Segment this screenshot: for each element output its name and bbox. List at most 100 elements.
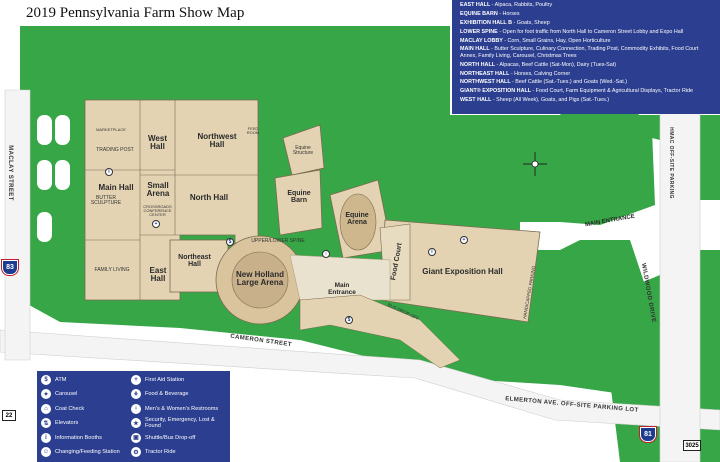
elevator-icon: ⇅ [41,418,51,428]
label-equine-barn: Equine Barn [287,190,311,205]
amenity-legend-item: ☺Changing/Feeding Station [41,447,120,458]
amenity-legend-item: i Information Booths [41,432,102,443]
hall-legend-desc: - Open for foot traffic from North Hall … [499,28,684,35]
entry-plaza [299,294,461,369]
label-northeast-hall: Northeast Hall [178,254,211,269]
label-northwest-hall: Northwest Hall [197,132,237,150]
label-west-hall: West Hall [148,134,167,152]
hall-legend-name: EQUINE BARN [460,10,500,17]
amenity-legend-item: ♀ Men's & Women's Restrooms [131,403,218,414]
carousel-icon: ✦ [41,389,51,399]
label-butter-sculpture: BUTTER SCULPTURE [90,195,122,207]
info-icon[interactable]: i [105,168,113,176]
hall-legend-desc: - Alpacas, Beef Cattle (Sat-Mon), Dairy … [496,61,617,68]
amenity-legend-item: ⌂Coat Check [41,403,84,414]
street-maclay: MACLAY STREET [6,145,13,201]
parking-island [37,115,52,145]
hall-legend-row: GIANT® EXPOSITION HALL - Food Court, Far… [460,88,712,94]
grass-area-ne [455,115,720,200]
tractor-icon: ⚙ [131,447,141,457]
info-icon: i [41,432,51,443]
wildwood-road [659,94,701,462]
label-trading-post: TRADING POST [96,147,134,153]
amenity-legend-label: First Aid Station [145,376,185,383]
cameron-street-road [0,329,720,431]
hall-legend-name: EXHIBITION HALL B [460,19,514,26]
hall-legend-name: MACLAY LOBBY [460,37,505,44]
hall-legend-name: MAIN HALL [460,46,492,53]
hall-legend-row: NORTHWEST HALL - Beef Cattle (Sat.-Tues.… [460,79,712,85]
restroom-icon: ♀ [131,403,141,414]
hall-legend-row: EAST HALL - Alpaca, Rabbits, Poultry [460,2,712,8]
hall-legend-row: MAIN HALL - Butter Sculpture, Culinary C… [460,46,712,59]
hall-legend-desc: - Corn, Small Grains, Hay, Open Horticul… [504,37,611,44]
parking-island [55,160,70,190]
equine-structure-shape [282,124,325,176]
compass-icon [523,152,547,176]
parking-island [37,160,52,190]
label-equine-arena: Equine Arena [345,212,369,227]
amenity-legend-item: ✦ Carousel [41,389,77,400]
hall-legend-desc: - Butter Sculpture, Culinary Connection,… [460,46,699,59]
amenity-legend-label: Men's & Women's Restrooms [145,405,219,412]
hall-legend-name: NORTHWEST HALL [460,79,513,86]
hall-legend-row: NORTHEAST HALL - Horses, Calving Corner [460,71,712,77]
hall-legend-desc: - Alpaca, Rabbits, Poultry [491,2,553,8]
first-aid-icon: + [131,374,141,385]
amenity-legend-label: Security, Emergency, Lost & Found [145,417,215,429]
maclay-road [4,89,31,361]
label-feed-room: FEED ROOM [246,126,260,136]
hall-legend-name: NORTH HALL [460,61,497,68]
parking-island [37,212,52,242]
restroom-icon[interactable]: ♀ [322,250,330,258]
equine-barn-shape [274,169,323,236]
amenity-legend-item: ▣Shuttle/Bus Drop-off [131,432,195,443]
hall-legend-row: WEST HALL - Sheep (All Week), Goats, and… [460,97,712,103]
interstate-81-shield-icon: 81 [639,426,657,443]
label-east-hall: East Hall [149,266,167,284]
label-large-arena: New Holland Large Arena [235,270,284,288]
amenity-legend-item: ★ Security, Emergency, Lost & Found [131,417,230,429]
parking-island [55,115,70,145]
hall-legend-name: NORTHEAST HALL [460,70,511,77]
amenity-legend-label: Shuttle/Bus Drop-off [145,434,196,441]
amenity-legend-item: ⇅ Elevators [41,418,78,429]
first-aid-icon[interactable]: + [460,236,468,244]
amenity-legend-item: $ATM [41,374,66,385]
dollar-icon: $ [41,374,51,385]
map-title: 2019 Pennsylvania Farm Show Map [26,5,245,21]
main-complex [84,99,259,301]
dollar-icon[interactable]: $ [345,316,353,324]
hall-legend-row: MACLAY LOBBY - Corn, Small Grains, Hay, … [460,38,712,44]
amenity-legend-label: Coat Check [55,405,85,412]
label-small-arena: Small Arena [146,181,170,199]
amenity-legend-label: Tractor Ride [145,449,176,455]
label-expo-hall: Giant Exposition Hall [422,267,503,276]
amenity-legend-label: Information Booths [55,434,102,441]
amenity-legend-item: + First Aid Station [131,374,184,385]
hall-legend-row: LOWER SPINE - Open for foot traffic from… [460,29,712,35]
security-icon: ★ [131,418,141,428]
hall-legend-desc: - Food Court, Farm Equipment & Agricultu… [532,88,694,95]
hall-legend-name: GIANT® EXPOSITION HALL [460,88,533,95]
first-aid-icon[interactable]: + [152,220,160,228]
label-main-hall: Main Hall [98,183,134,192]
info-icon[interactable]: i [428,248,436,256]
hall-legend-desc: - Goats, Sheep [513,19,550,26]
dollar-icon[interactable]: $ [226,238,234,246]
street-hmac: HMAC OFF-SITE PARKING [667,127,674,199]
label-upper-lower-spine: UPPER/LOWER SPINE [251,238,305,244]
amenity-legend-item: ⚙ Tractor Ride [131,447,176,458]
hall-legend-desc: - Sheep (All Week), Goats, and Pigs (Sat… [492,97,610,104]
amenity-legend-label: Elevators [55,420,79,426]
route-22-sign-icon: 22 [2,410,16,421]
amenity-legend-item: ⚘Food & Beverage [131,389,189,400]
amenity-legend-label: Changing/Feeding Station [55,449,120,455]
label-crossroads: CROSSROADS CONFERENCE CENTER [143,204,172,218]
hall-legend-desc: - Horses, Calving Corner [510,70,571,77]
route-3025-sign-icon: 3025 [683,440,701,451]
amenity-legend-label: Carousel [55,391,78,397]
hall-legend-row: EQUINE BARN - Horses [460,11,712,17]
